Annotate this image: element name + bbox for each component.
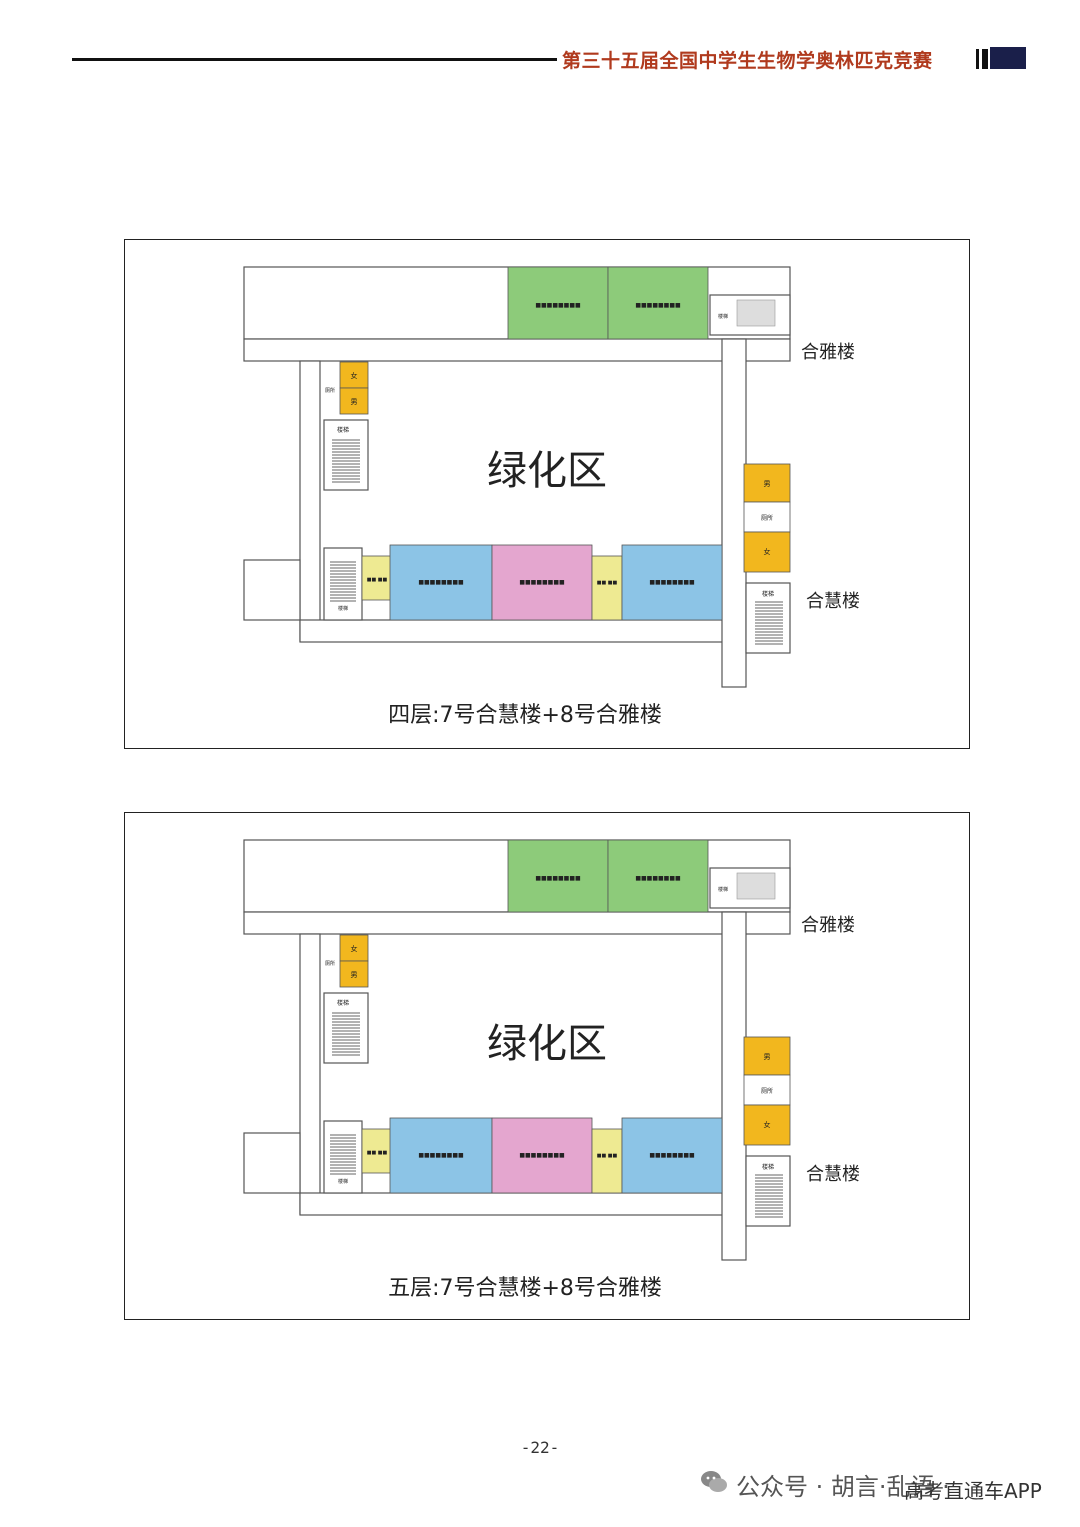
room-label: ■■■■■■■■ [535,302,581,309]
west-corridor [299,933,321,1215]
washroom-east [743,501,791,533]
stair-label: 楼梯 [337,426,349,434]
toilet-label: 女 [764,547,771,556]
stairs-sw [323,1120,363,1194]
green-area-label: 绿化区 [487,448,607,494]
room-label: ■■■■■■■■ [519,1152,565,1159]
toilet-label: 男 [351,971,358,979]
wechat-icon [701,1471,727,1492]
room-label: ■■■■■■■■ [635,302,681,309]
toilet-female-east [743,1104,791,1146]
stair-steps [755,601,783,645]
washroom-label: 厕所 [325,387,335,394]
toilet-label: 女 [764,1120,771,1129]
stair-label: 楼梯 [338,605,348,612]
stair-label: 楼梯 [762,590,774,598]
label-building-8: 合雅楼 [801,915,855,936]
header-block [990,47,1026,69]
toilet-label: 男 [764,480,771,488]
west-annex [243,1132,301,1194]
room-blue-1 [389,1117,493,1194]
room-small-2 [591,1128,623,1194]
toilet-label: 男 [764,1053,771,1061]
room-label: ■■■■■■■■ [535,875,581,882]
room-small-2 [591,555,623,621]
label-building-7: 合慧楼 [806,1164,860,1185]
floor-caption: 四层:7号合慧楼+8号合雅楼 [388,703,662,728]
page-number: -22- [520,1438,560,1457]
toilet-female [339,934,369,962]
washroom-east [743,1074,791,1106]
room-small-1 [361,1128,393,1174]
toilet-male-east [743,463,791,503]
header-rule [72,58,557,61]
room-label: ■■ ■■ [367,577,388,583]
stair-label: 楼梯 [718,313,728,320]
room-label: ■■■■■■■■ [649,1152,695,1159]
stair-label: 楼梯 [762,1163,774,1171]
south-corridor [299,1192,731,1216]
stair-steps [330,561,356,602]
room-green-2 [607,839,709,913]
stair-label: 楼梯 [718,886,728,893]
label-building-7: 合慧楼 [806,591,860,612]
floor-caption: 五层:7号合慧楼+8号合雅楼 [388,1276,662,1301]
room-blue-1 [389,544,493,621]
room-pink [491,544,593,621]
room-label: ■■■■■■■■ [418,1152,464,1159]
watermark-text: 公众号 · 胡言·乱语 · [736,1473,950,1501]
stair-steps [332,439,360,483]
room-pink [491,1117,593,1194]
room-label: ■■■■■■■■ [635,875,681,882]
stair-steps [330,1134,356,1175]
north-corridor [243,911,791,935]
stair-label: 楼梯 [337,999,349,1007]
header-bar [982,49,988,69]
stair-steps [755,1174,783,1218]
washroom-label: 厕所 [761,1087,773,1095]
room-label: ■■■■■■■■ [649,579,695,586]
toilet-label: 男 [351,398,358,406]
stair-fill [736,872,776,900]
south-corridor [299,619,731,643]
header-title: 第三十五届全国中学生生物学奥林匹克竞赛 [562,50,933,72]
toilet-label: 女 [351,944,358,953]
stairs-sw [323,547,363,621]
room-label: ■■ ■■ [597,580,618,586]
stair-label: 楼梯 [338,1178,348,1185]
room-blue-2 [621,1117,723,1194]
room-blue-2 [621,544,723,621]
green-area-label: 绿化区 [487,1021,607,1067]
floor-plan-drawing: ■■■■■■■■■■■■■■■■楼梯合雅楼女男厕所楼梯绿化区男厕所女楼梯合慧楼楼… [243,266,860,728]
watermark-text-2: 高考直通车APP [904,1479,1042,1503]
room-green-2 [607,266,709,340]
toilet-male-east [743,1036,791,1076]
toilet-label: 女 [351,371,358,380]
washroom-label: 厕所 [761,514,773,522]
floor-plan-4: ■■■■■■■■■■■■■■■■楼梯合雅楼女男厕所楼梯绿化区男厕所女楼梯合慧楼楼… [124,239,970,749]
room-label: ■■■■■■■■ [418,579,464,586]
washroom-label: 厕所 [325,960,335,967]
room-label: ■■■■■■■■ [519,579,565,586]
room-green-1 [507,839,609,913]
north-corridor [243,338,791,362]
toilet-female-east [743,531,791,573]
west-corridor [299,360,321,642]
room-green-1 [507,266,609,340]
watermark: 公众号 · 胡言·乱语 · 高考直通车APP [700,1463,1070,1503]
room-small-1 [361,555,393,601]
label-building-8: 合雅楼 [801,342,855,363]
header-bar [976,49,979,69]
stair-fill [736,299,776,327]
toilet-male [339,960,369,988]
floor-plan-5: ■■■■■■■■■■■■■■■■楼梯合雅楼女男厕所楼梯绿化区男厕所女楼梯合慧楼楼… [124,812,970,1320]
stair-steps [332,1012,360,1056]
east-corridor [721,338,747,688]
east-corridor [721,911,747,1261]
west-annex [243,559,301,621]
room-label: ■■ ■■ [367,1150,388,1156]
room-label: ■■ ■■ [597,1153,618,1159]
floor-plan-drawing: ■■■■■■■■■■■■■■■■楼梯合雅楼女男厕所楼梯绿化区男厕所女楼梯合慧楼楼… [243,839,860,1301]
toilet-male [339,387,369,415]
